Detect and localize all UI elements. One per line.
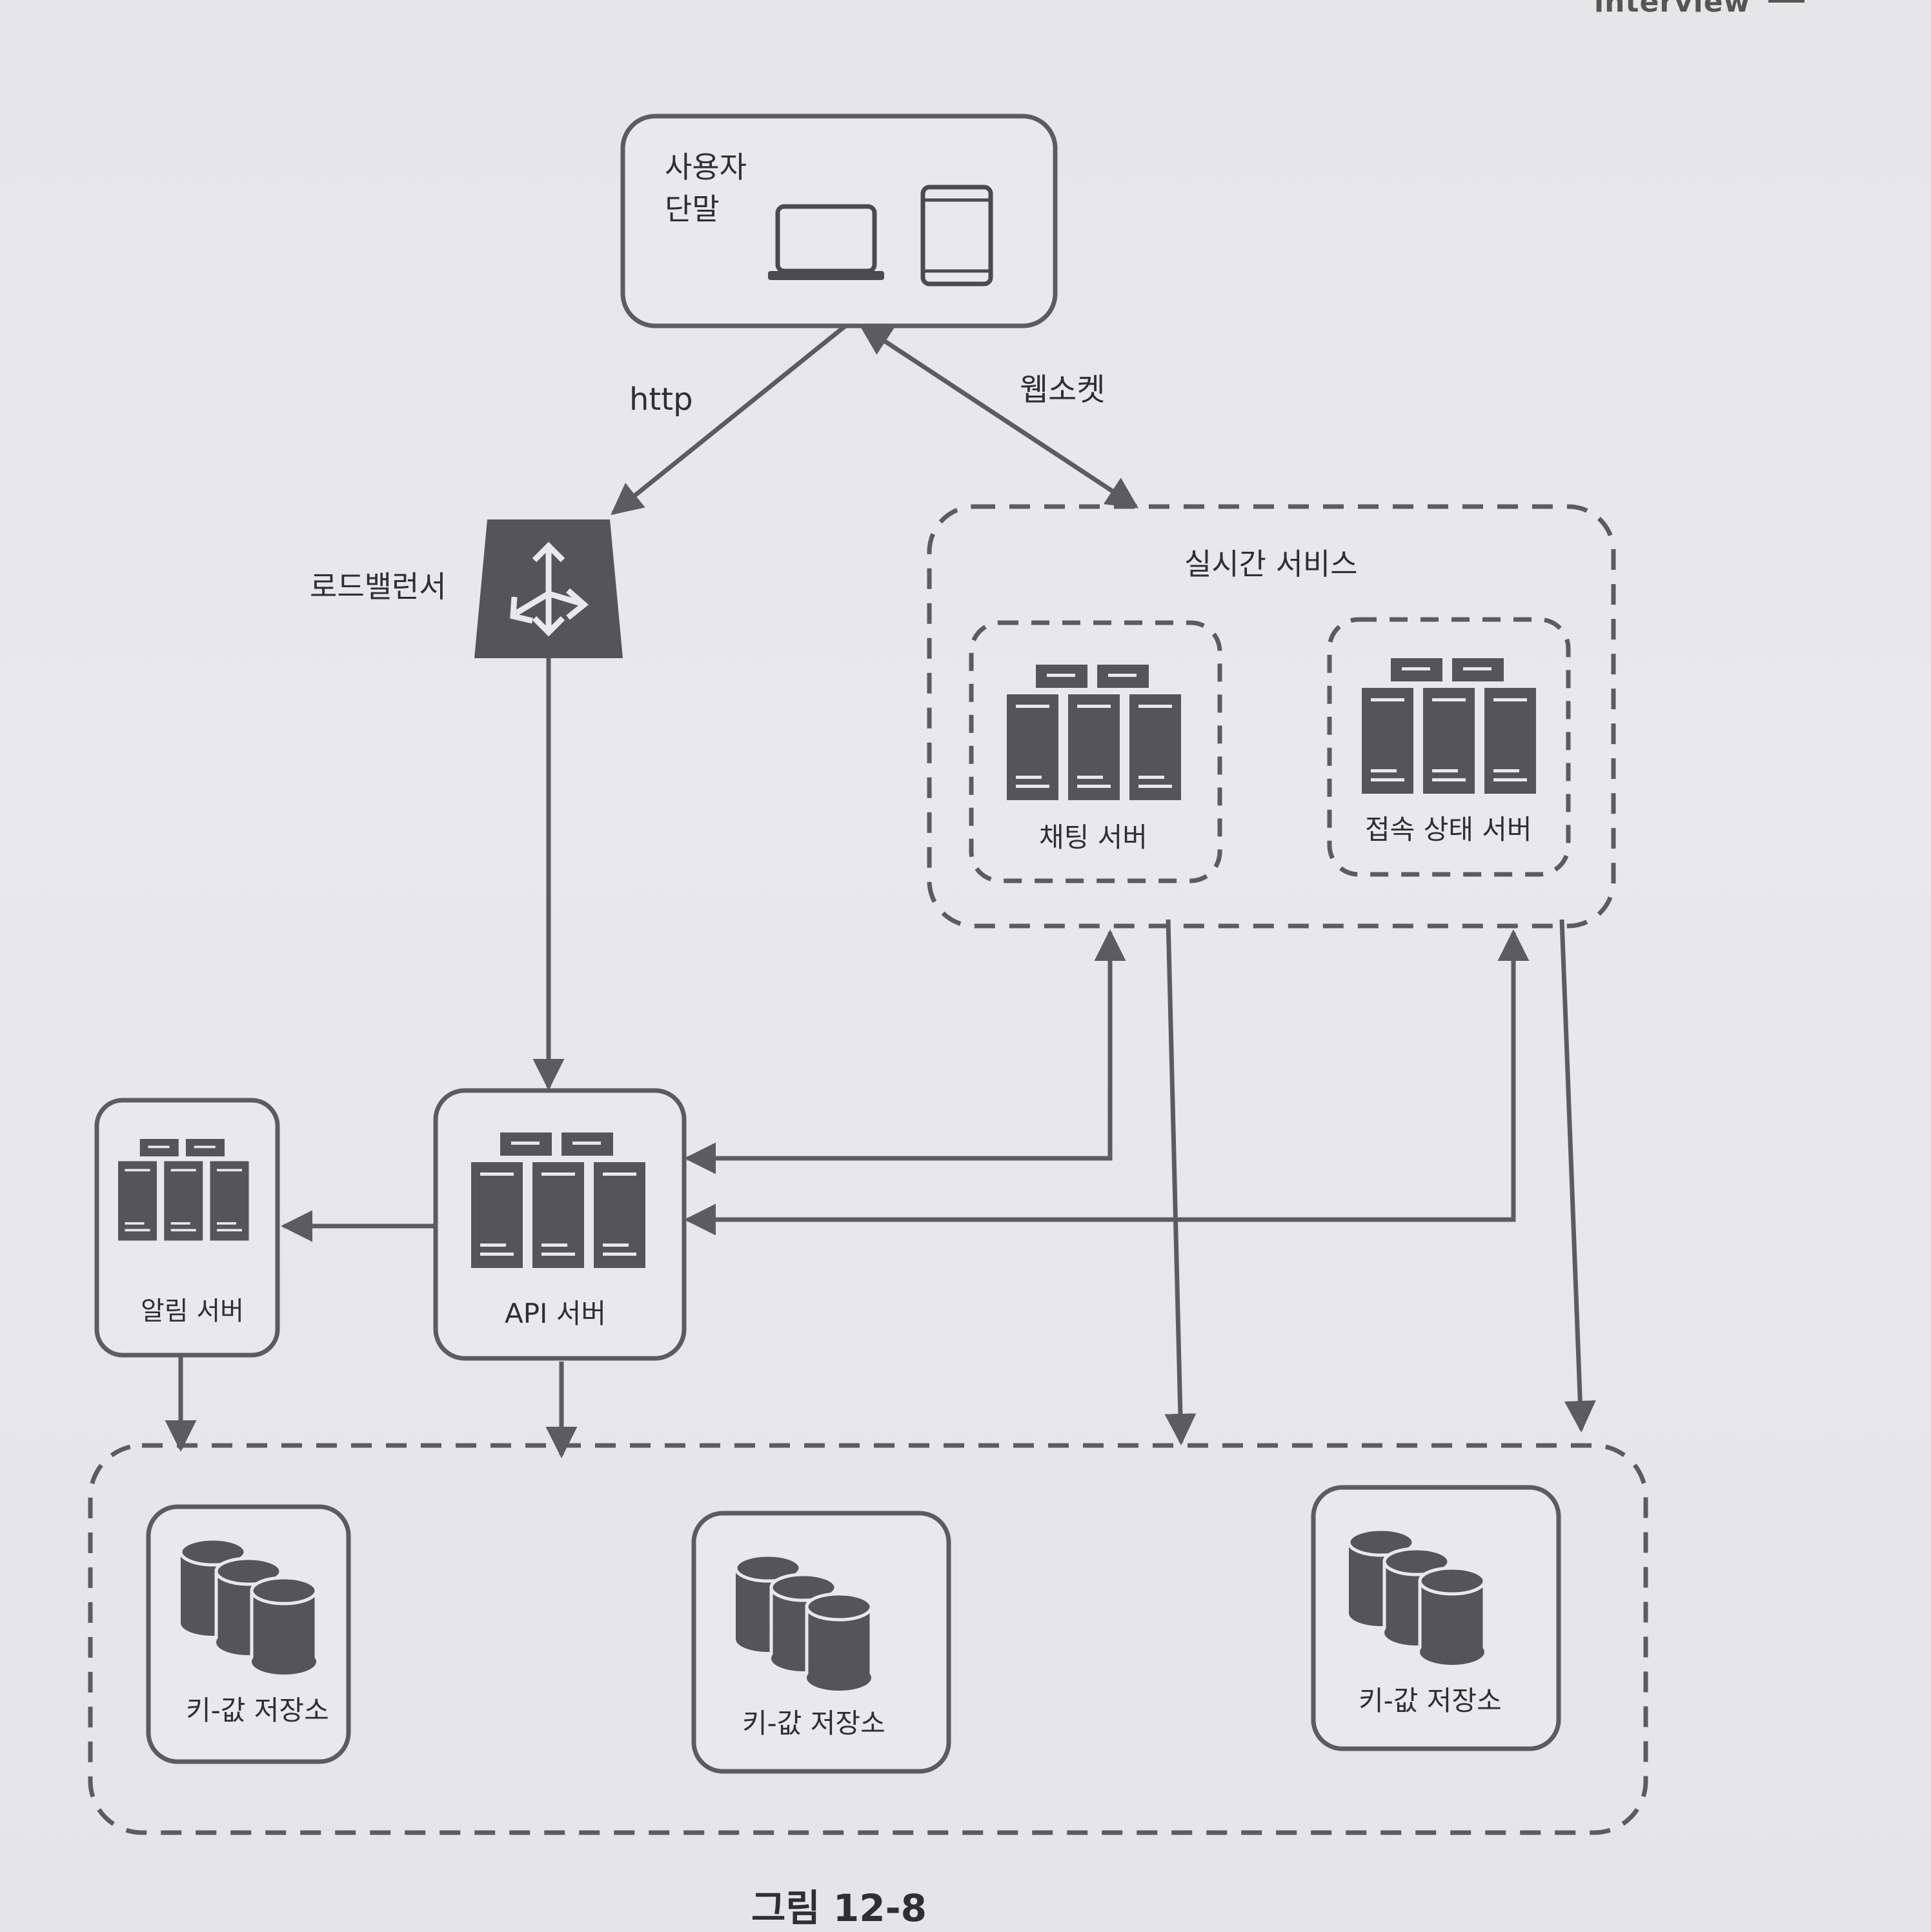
notification-server-node: 알림 서버 xyxy=(94,1098,280,1358)
chat-server-node: 채팅 서버 xyxy=(969,620,1222,883)
chat-server-label: 채팅 서버 xyxy=(1039,821,1147,853)
user-terminal-node: 사용자 단말 xyxy=(620,114,1058,328)
kv-store-3-label: 키-값 저장소 xyxy=(1359,1685,1502,1716)
realtime-service-group: 실시간 서비스 채팅 서버 접속 상태 서버 xyxy=(927,504,1616,929)
edge-http xyxy=(611,324,847,516)
figure-caption: 그림 12-8 xyxy=(751,1886,927,1930)
load-balancer-label: 로드밸런서 xyxy=(310,569,447,604)
api-server-label: API 서버 xyxy=(505,1298,606,1329)
load-balancer-icon xyxy=(510,541,589,637)
laptop-icon xyxy=(768,204,884,280)
chat-server-icon xyxy=(1007,665,1181,800)
kv-store-2-label: 키-값 저장소 xyxy=(742,1707,885,1739)
running-header: interview xyxy=(1594,0,1751,19)
kv-store-group: 키-값 저장소 키-값 저장소 키-값 저장소 xyxy=(88,1443,1648,1835)
edge-api-presence xyxy=(684,929,1530,1236)
edge-label-websocket: 웹소켓 xyxy=(1020,372,1105,408)
user-terminal-label-line2: 단말 xyxy=(665,192,720,226)
api-server-node: API 서버 xyxy=(433,1088,687,1361)
notification-server-label: 알림 서버 xyxy=(141,1296,244,1326)
tablet-icon xyxy=(920,185,993,287)
kv-store-3-node: 키-값 저장소 xyxy=(1311,1485,1561,1751)
presence-server-label: 접속 상태 서버 xyxy=(1365,814,1532,845)
edge-label-http: http xyxy=(629,381,693,418)
edge-chat-kv xyxy=(1164,919,1197,1445)
user-terminal-label-line1: 사용자 xyxy=(665,150,747,185)
realtime-service-label: 실시간 서비스 xyxy=(1184,547,1358,581)
edges xyxy=(165,324,1596,1458)
presence-server-node: 접속 상태 서버 xyxy=(1327,617,1571,877)
running-header-rule xyxy=(1768,0,1805,3)
edge-presence-kv xyxy=(1559,919,1596,1433)
kv-store-1-label: 키-값 저장소 xyxy=(186,1695,329,1726)
kv-store-1-node: 키-값 저장소 xyxy=(146,1504,351,1764)
edge-websocket xyxy=(858,324,1139,508)
presence-server-icon xyxy=(1362,658,1536,794)
load-balancer-node: 로드밸런서 xyxy=(310,519,623,658)
kv-store-2-node: 키-값 저장소 xyxy=(691,1511,951,1774)
edge-api-chat xyxy=(684,929,1126,1174)
